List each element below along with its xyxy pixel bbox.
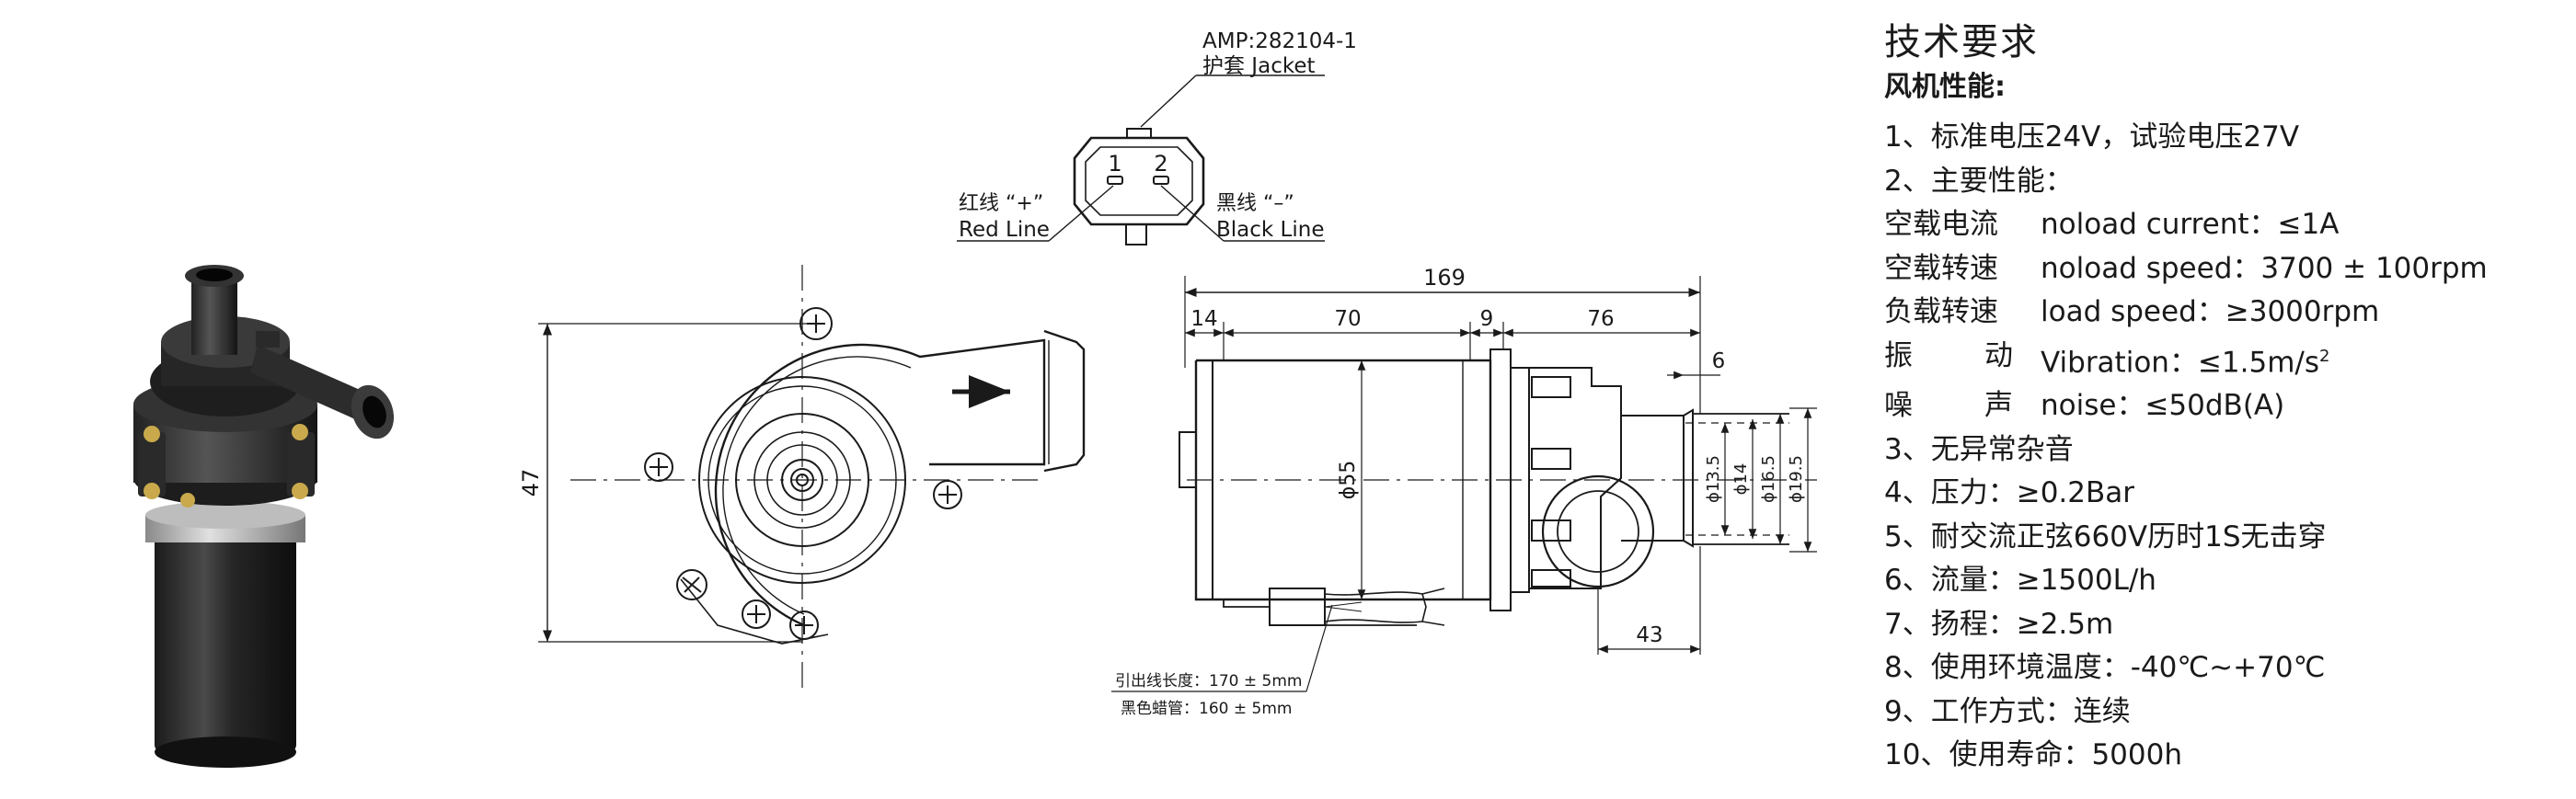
spec-row-noload-speed: 空载转速 noload speed：3700 ± 100rpm: [1884, 247, 2565, 291]
connector-pin-1: 1: [1108, 151, 1121, 177]
lead-length-note: 引出线长度：170 ± 5mm: [1115, 672, 1302, 691]
spec-row-label-en: noise：≤50dB(A): [2041, 389, 2285, 423]
sleeve-length-note: 黑色蜡管：160 ± 5mm: [1121, 700, 1292, 718]
front-view: [538, 265, 1086, 688]
spec-item-10: 10、使用寿命：5000h: [1884, 738, 2182, 772]
connector-amp-code: AMP:282104-1: [1202, 29, 1357, 53]
dim-6: 6: [1712, 349, 1726, 373]
screw-heads: [644, 307, 962, 640]
dim-body-diameter: ϕ55: [1337, 461, 1360, 500]
spec-item-2: 2、主要性能：: [1884, 164, 2074, 198]
spec-item-7: 7、扬程：≥2.5m: [1884, 607, 2114, 641]
connector-jacket-label: 护套 Jacket: [1202, 54, 1316, 78]
spec-row-noise: 噪 声 noise：≤50dB(A): [1884, 384, 2565, 428]
spec-row-label-en: noload speed：3700 ± 100rpm: [2041, 251, 2488, 285]
spec-item-9: 9、工作方式：连续: [1884, 694, 2131, 728]
vibration-char-1: 振: [1884, 338, 1913, 372]
vibration-exponent: 2: [2319, 346, 2330, 366]
spec-row-label-zh: 空载电流: [1884, 208, 1998, 241]
dim-14: 14: [1190, 307, 1217, 331]
spec-row-label-zh: 负载转速: [1884, 295, 1998, 328]
spec-item-3: 3、无异常杂音: [1884, 432, 2074, 466]
spec-row-load-speed: 负载转速 load speed：≥3000rpm: [1884, 291, 2565, 335]
front-height-dim: 47: [518, 469, 544, 497]
spec-row-noload-current: 空载电流 noload current：≤1A: [1884, 203, 2565, 247]
spec-row-label-zh: 空载转速: [1884, 251, 1998, 285]
noise-char-1: 噪: [1884, 389, 1913, 423]
technical-requirements: 技术要求 风机性能: 1、标准电压24V，试验电压27V 2、主要性能： 空载电…: [1884, 18, 2565, 778]
red-wire-label-zh: 红线 “+”: [959, 192, 1043, 215]
spec-row-label-zh: 振 动: [1884, 335, 2013, 385]
spec-item-4: 4、压力：≥0.2Bar: [1884, 476, 2135, 510]
dim-43: 43: [1636, 623, 1662, 647]
spec-row-label-zh: 噪 声: [1884, 384, 2013, 428]
dim-d13-5: ϕ13.5: [1704, 455, 1723, 503]
dim-d14: ϕ14: [1731, 463, 1751, 496]
vibration-char-2: 动: [1984, 338, 2013, 372]
dim-overall-169: 169: [1423, 265, 1466, 291]
vibration-value: Vibration：≤1.5m/s: [2041, 345, 2320, 379]
spec-item-8: 8、使用环境温度：-40℃~+70℃: [1884, 651, 2326, 685]
red-wire-label-en: Red Line: [959, 218, 1050, 242]
dim-76: 76: [1587, 307, 1614, 331]
spec-row-label-en: noload current：≤1A: [2041, 208, 2340, 241]
dim-9: 9: [1480, 307, 1494, 331]
spec-row-vibration: 振 动 Vibration：≤1.5m/s2: [1884, 335, 2565, 385]
spec-item-1: 1、标准电压24V，试验电压27V: [1884, 120, 2300, 154]
connector-pin-2: 2: [1154, 151, 1167, 177]
black-wire-label-zh: 黑线 “–”: [1216, 192, 1294, 215]
spec-item-5: 5、耐交流正弦660V历时1S无击穿: [1884, 519, 2327, 554]
dim-d16-5: ϕ16.5: [1759, 455, 1778, 503]
noise-char-2: 声: [1984, 389, 2013, 423]
black-wire-label-en: Black Line: [1216, 218, 1324, 242]
spec-item-6: 6、流量：≥1500L/h: [1884, 564, 2156, 598]
side-view: [1111, 276, 1817, 692]
spec-subtitle: 风机性能:: [1884, 71, 2006, 103]
connector-view: [957, 74, 1325, 245]
spec-row-label-en: load speed：≥3000rpm: [2041, 295, 2380, 328]
pump-photo: [133, 265, 395, 768]
spec-title: 技术要求: [1884, 21, 2039, 63]
spec-row-label-en: Vibration：≤1.5m/s2: [2041, 335, 2329, 385]
dim-d19-5: ϕ19.5: [1787, 455, 1806, 503]
dim-70: 70: [1334, 307, 1361, 331]
